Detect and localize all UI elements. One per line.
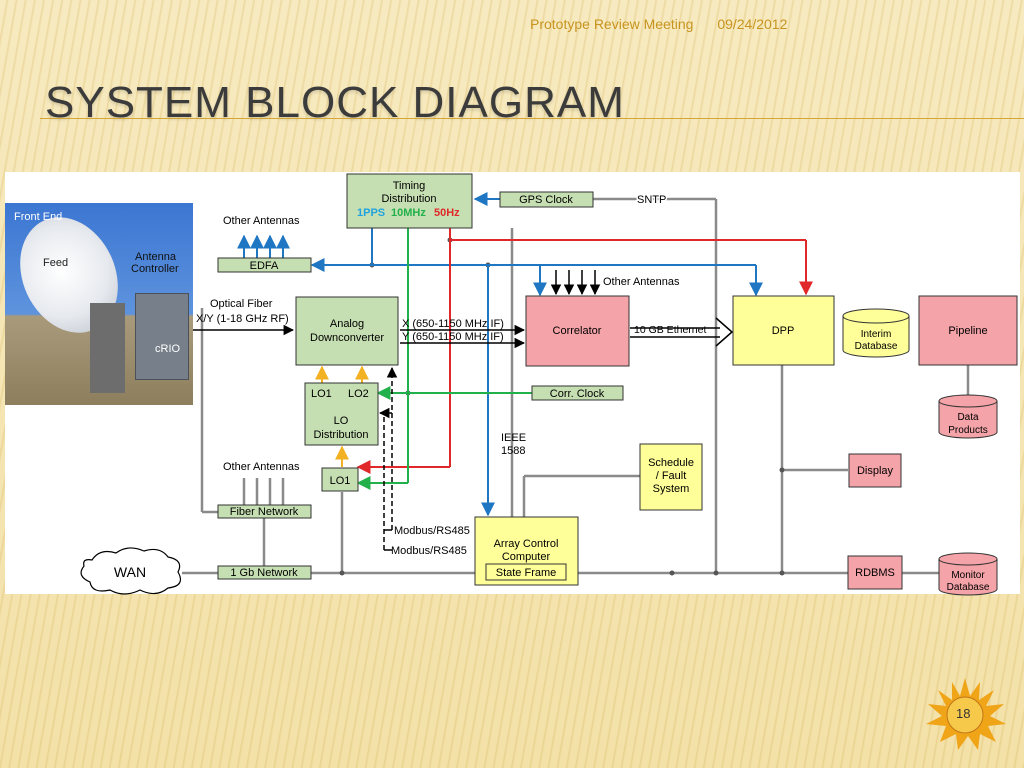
timing-label-2: Distribution: [381, 193, 436, 205]
antenna-controller-label-1: Antenna: [135, 251, 176, 263]
state-frame-label: State Frame: [496, 567, 557, 579]
red-50hz-lines: [356, 228, 813, 474]
fiber-network-box: [217, 504, 312, 519]
mount-image: [90, 303, 125, 393]
slide-number: 18: [956, 706, 971, 721]
cylinders: [842, 308, 998, 596]
antenna-controller-label-2: Controller: [131, 263, 179, 275]
edfa-label: EDFA: [250, 260, 279, 272]
hz-label: 50Hz: [434, 207, 460, 219]
sun-logo-icon: [926, 678, 1006, 750]
display-label: Display: [857, 465, 894, 477]
lo1-top-label: LO1: [311, 388, 332, 400]
modbus-label-2: Modbus/RS485: [391, 545, 467, 557]
meeting-name: Prototype Review Meeting: [530, 16, 694, 32]
other-antennas-top: Other Antennas: [223, 215, 300, 227]
black-signal-lines: [193, 270, 601, 551]
corr-clock-box: [531, 385, 624, 401]
gb-network-label: 1 Gb Network: [230, 567, 298, 579]
data-products-label-1: Data: [957, 412, 979, 423]
monitor-label-1: Monitor: [951, 570, 985, 581]
modbus-label-1: Modbus/RS485: [394, 525, 470, 537]
data-products-cylinder: [938, 401, 998, 439]
green-10mhz-lines: [356, 228, 532, 490]
correlator-box: [525, 295, 630, 367]
fiber-antenna-lines: [242, 478, 285, 505]
crio-label: cRIO: [155, 343, 181, 355]
ethernet-label: 10 GB Ethernet: [634, 324, 706, 336]
blue-timing-lines: [237, 192, 763, 517]
timing-distribution-box: [346, 173, 473, 229]
pipeline-box: [918, 295, 1018, 366]
gps-clock-box: [499, 191, 594, 208]
corr-clock-label: Corr. Clock: [550, 388, 605, 400]
title-rule: [40, 118, 1024, 119]
schedule-fault-box: [639, 443, 703, 511]
y-if-label: Y (650-1150 MHz IF): [402, 331, 504, 343]
state-frame-box: [485, 563, 567, 581]
optical-fiber-2: X/Y (1-18 GHz RF): [196, 313, 289, 325]
orange-lo-lines: [315, 365, 369, 467]
edfa-box: [217, 257, 312, 273]
sntp-label: SNTP: [637, 194, 666, 206]
monitor-label-2: Database: [947, 582, 990, 593]
lo1-box-label: LO1: [330, 475, 351, 487]
blocks: [217, 173, 1018, 590]
ieee-label-2: 1588: [501, 445, 525, 457]
mhz-label: 10MHz: [391, 207, 426, 219]
acc-label-1: Array Control: [494, 538, 559, 550]
interim-label-1: Interim: [861, 329, 892, 340]
lo1-box: [321, 467, 359, 492]
rdbms-box: [847, 555, 903, 590]
gps-clock-label: GPS Clock: [519, 194, 573, 206]
lo-distribution-box: [304, 382, 379, 446]
correlator-label: Correlator: [553, 325, 602, 337]
fiber-network-label: Fiber Network: [230, 506, 299, 518]
analog-downconverter-box: [295, 296, 399, 366]
dpp-box: [732, 295, 835, 366]
schedule-label-1: Schedule: [648, 457, 694, 469]
gb-network-box: [217, 565, 312, 580]
rdbms-label: RDBMS: [855, 567, 895, 579]
dpp-label: DPP: [772, 325, 795, 337]
meeting-date: 09/24/2012: [717, 16, 788, 32]
schedule-label-2: / Fault: [656, 470, 687, 482]
timing-label-1: Timing: [393, 180, 426, 192]
header-meta: Prototype Review Meeting 09/24/2012: [530, 16, 807, 32]
ieee-label-1: IEEE: [501, 432, 526, 444]
controller-box-image: [135, 293, 189, 380]
feed-label: Feed: [43, 257, 69, 269]
analog-label-1: Analog: [330, 318, 364, 330]
junction-dots: [261, 237, 785, 576]
x-if-label: X (650-1150 MHz IF): [402, 318, 504, 330]
other-antennas-corr: Other Antennas: [603, 276, 680, 288]
lo2-top-label: LO2: [348, 388, 369, 400]
front-end-label: Front End: [14, 211, 63, 223]
schedule-label-3: System: [653, 483, 690, 495]
pps-label: 1PPS: [357, 207, 385, 219]
monitor-database-cylinder: [938, 559, 998, 596]
wan-label: WAN: [114, 564, 146, 580]
acc-label-2: Computer: [502, 551, 551, 563]
interim-label-2: Database: [855, 341, 898, 352]
antenna-photo: Front End Feed Antenna Controller cRIO: [5, 203, 193, 405]
pipeline-label: Pipeline: [948, 325, 987, 337]
other-antennas-fiber: Other Antennas: [223, 461, 300, 473]
lo-distribution-label-2: Distribution: [313, 429, 368, 441]
display-box: [848, 453, 902, 488]
wan-cloud: [80, 547, 181, 595]
analog-label-2: Downconverter: [310, 332, 384, 344]
interim-database-cylinder: [842, 316, 910, 358]
ethernet-link: [630, 317, 734, 347]
lo-distribution-label-1: LO: [334, 415, 349, 427]
optical-fiber-1: Optical Fiber: [210, 298, 273, 310]
data-products-label-2: Products: [948, 425, 987, 436]
